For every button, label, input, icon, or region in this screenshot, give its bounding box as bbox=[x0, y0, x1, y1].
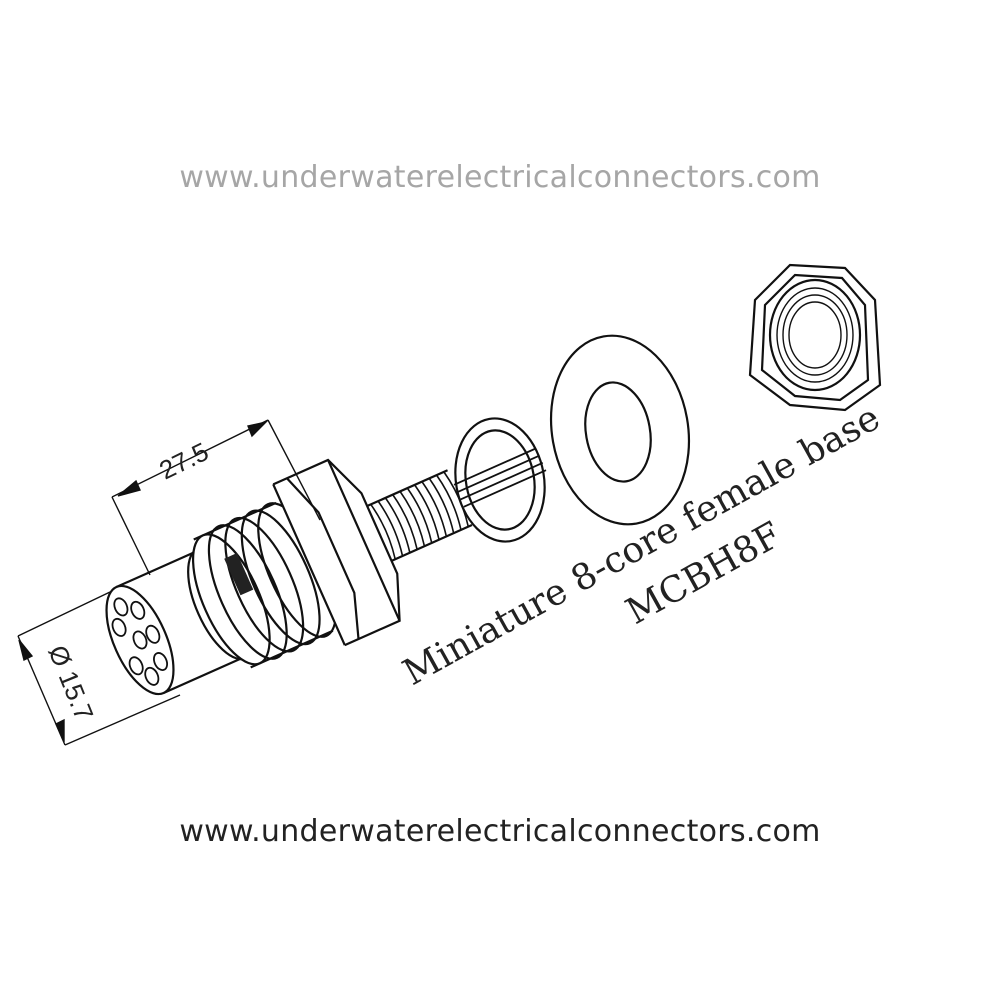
connector-body bbox=[105, 447, 547, 696]
marking-label bbox=[224, 553, 254, 596]
length-dimension bbox=[111, 419, 321, 576]
footer-url: www.underwaterelectricalconnectors.com bbox=[179, 814, 821, 849]
thread-lines bbox=[370, 471, 470, 560]
connector-face bbox=[105, 584, 175, 696]
length-label: 27.5 bbox=[154, 436, 213, 485]
small-washer bbox=[454, 417, 546, 543]
wires bbox=[453, 447, 547, 508]
product-title: Miniature 8-core female base bbox=[396, 397, 886, 694]
hex-nut bbox=[748, 263, 882, 412]
pin-sockets bbox=[111, 597, 169, 686]
diameter-dimension bbox=[17, 591, 181, 746]
watermark: www.underwaterelectricalconnectors.com bbox=[179, 160, 821, 195]
large-washer bbox=[549, 334, 691, 526]
